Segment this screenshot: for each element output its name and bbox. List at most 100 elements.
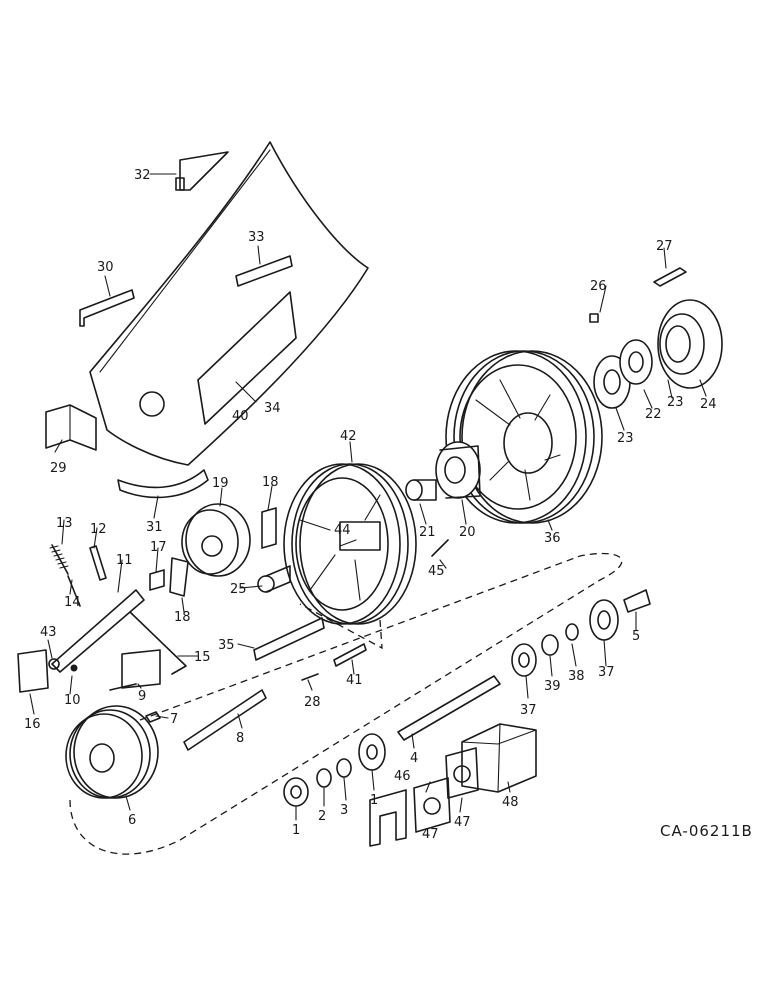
bushing-17: [149, 569, 165, 591]
spring-15: [129, 611, 187, 675]
bolt-45: [431, 539, 449, 557]
callout-29: 29: [50, 461, 67, 476]
rod-14: [67, 575, 81, 607]
callout-27: 27: [656, 239, 673, 254]
plate-47a: [413, 777, 451, 833]
callout-23b: 23: [667, 395, 684, 410]
collar-2: [316, 768, 332, 788]
callout-47a: 47: [422, 827, 439, 842]
arm-11: [51, 589, 145, 673]
callout-44: 44: [334, 523, 351, 538]
strap-31: [117, 469, 209, 499]
callout-15: 15: [194, 650, 211, 665]
plate-16: [17, 649, 49, 693]
callout-18a: 18: [262, 475, 279, 490]
bearing-37b: [589, 599, 619, 641]
shaft-35: [253, 617, 325, 661]
sleeve-21: [405, 479, 437, 501]
callout-23a: 23: [617, 431, 634, 446]
hub-20: [435, 441, 481, 499]
callout-33: 33: [248, 230, 265, 245]
callout-8: 8: [236, 731, 244, 746]
callout-45: 45: [428, 564, 445, 579]
callout-20: 20: [459, 525, 476, 540]
callout-10: 10: [64, 693, 81, 708]
pin-12: [89, 545, 107, 581]
spring-28: [301, 673, 319, 681]
callout-31: 31: [146, 520, 163, 535]
callout-1b: 1: [370, 793, 378, 808]
callout-43: 43: [40, 625, 57, 640]
nut-10: [70, 664, 78, 672]
bolt-43: [48, 658, 60, 670]
callout-5: 5: [632, 629, 640, 644]
idler-pulley-19: [181, 503, 251, 577]
washer-38: [565, 623, 579, 641]
tube-5: [623, 589, 651, 613]
guard-29: [45, 404, 97, 451]
callout-38: 38: [568, 669, 585, 684]
shaft-8: [183, 689, 267, 751]
callout-18b: 18: [174, 610, 191, 625]
callout-28: 28: [304, 695, 321, 710]
callout-47b: 47: [454, 815, 471, 830]
bracket-18a: [261, 507, 277, 549]
callout-22: 22: [645, 407, 662, 422]
washer-22: [619, 339, 653, 385]
callout-7: 7: [170, 712, 178, 727]
reference-code: CA-06211B: [660, 822, 753, 840]
cover-48: [461, 723, 537, 793]
leader-lines: [29, 173, 707, 821]
spring-13: [49, 544, 69, 575]
sheave-42: [283, 463, 417, 625]
bearing-1a: [283, 777, 309, 807]
callout-34: 34: [264, 401, 281, 416]
callout-40: 40: [232, 409, 249, 424]
large-sheave-36: [445, 350, 603, 524]
callout-21: 21: [419, 525, 436, 540]
callout-46: 46: [394, 769, 411, 784]
callout-11: 11: [116, 553, 133, 568]
key-7: [145, 711, 161, 723]
callout-13: 13: [56, 516, 73, 531]
washer-3: [336, 758, 352, 778]
callout-42: 42: [340, 429, 357, 444]
callout-12: 12: [90, 522, 107, 537]
bracket-9: [109, 649, 161, 691]
callout-30: 30: [97, 260, 114, 275]
shaft-4: [397, 675, 501, 741]
tube-25: [257, 565, 291, 593]
callout-39: 39: [544, 679, 561, 694]
callout-9: 9: [138, 689, 146, 704]
callout-16: 16: [24, 717, 41, 732]
callout-25: 25: [230, 582, 247, 597]
callout-6: 6: [128, 813, 136, 828]
callout-19: 19: [212, 476, 229, 491]
callout-14: 14: [64, 595, 81, 610]
callout-17: 17: [150, 540, 167, 555]
bracket-30: [79, 289, 135, 327]
callout-32: 32: [134, 168, 151, 183]
callout-labels: 32 30 33 34 40 29 31 19 18 42 44 45 21 2…: [24, 168, 717, 842]
callout-1a: 1: [292, 823, 300, 838]
guard-46: [369, 789, 407, 847]
callout-24: 24: [700, 397, 717, 412]
callout-48: 48: [502, 795, 519, 810]
callout-3: 3: [340, 803, 348, 818]
callout-4: 4: [410, 751, 418, 766]
pin-26: [589, 313, 599, 323]
callout-26: 26: [590, 279, 607, 294]
callout-37b: 37: [598, 665, 615, 680]
cotter-pin-27: [653, 267, 687, 287]
bracket-18b: [169, 557, 189, 597]
callout-41: 41: [346, 673, 363, 688]
flange-24: [657, 299, 723, 389]
bearing-1b: [358, 733, 386, 771]
collar-39: [541, 634, 559, 656]
drive-sheave-6: [65, 705, 159, 799]
bracket-33: [235, 255, 293, 287]
shroud-panel: [89, 141, 369, 466]
pin-41: [333, 643, 367, 667]
